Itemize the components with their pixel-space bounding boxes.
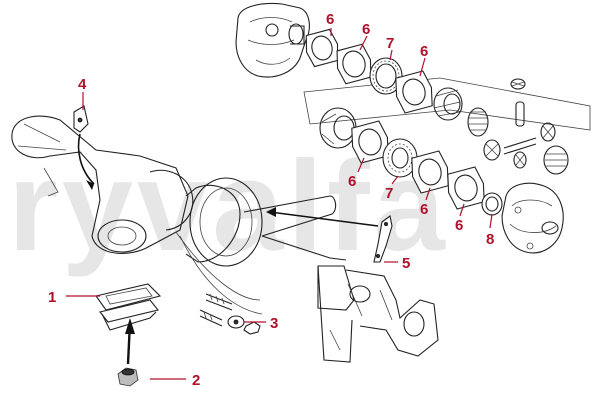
callout-6-mid-c: 6 (455, 217, 463, 234)
part-4-bracket-drawing (73, 105, 89, 133)
callout-2: 2 (192, 372, 200, 389)
callout-labels: 1 2 3 4 5 6 6 6 6 6 6 7 7 8 (48, 11, 494, 389)
axle-housing-drawing (11, 115, 439, 363)
friction-disc-7-top (369, 57, 403, 95)
callout-6-top-b: 6 (362, 21, 370, 38)
differential-case-drawing (501, 182, 564, 254)
callout-3: 3 (270, 315, 278, 332)
callout-6-mid-b: 6 (420, 201, 428, 218)
part-1-gasket-drawing (95, 283, 162, 331)
assembly-arrows (77, 133, 379, 365)
callout-6-mid-a: 6 (348, 173, 356, 190)
callout-4: 4 (78, 76, 87, 93)
callout-5: 5 (402, 255, 410, 272)
callout-1: 1 (48, 289, 56, 306)
friction-plate-6-top-c (395, 70, 433, 114)
friction-plate-set-drawing (305, 28, 503, 216)
differential-housing-drawing (235, 2, 310, 78)
callout-6-top-c: 6 (420, 43, 428, 60)
callout-7-top: 7 (386, 35, 394, 52)
part-5-spring-clip-drawing (373, 215, 393, 263)
callout-8: 8 (486, 231, 494, 248)
friction-plate-6-top-b (336, 43, 372, 85)
side-gear-set-drawing (303, 77, 591, 175)
callout-leaders (66, 28, 493, 380)
callout-6-top-a: 6 (326, 11, 334, 28)
friction-plate-6-mid-c (447, 166, 485, 210)
friction-plate-6-mid-b (411, 150, 449, 194)
thrust-washer-8 (481, 192, 503, 216)
part-3-washer-nut-drawing (227, 315, 261, 335)
part-2-drain-plug-drawing (117, 367, 139, 387)
stud-bolts-drawing (199, 293, 233, 327)
callout-7-mid: 7 (385, 185, 393, 202)
